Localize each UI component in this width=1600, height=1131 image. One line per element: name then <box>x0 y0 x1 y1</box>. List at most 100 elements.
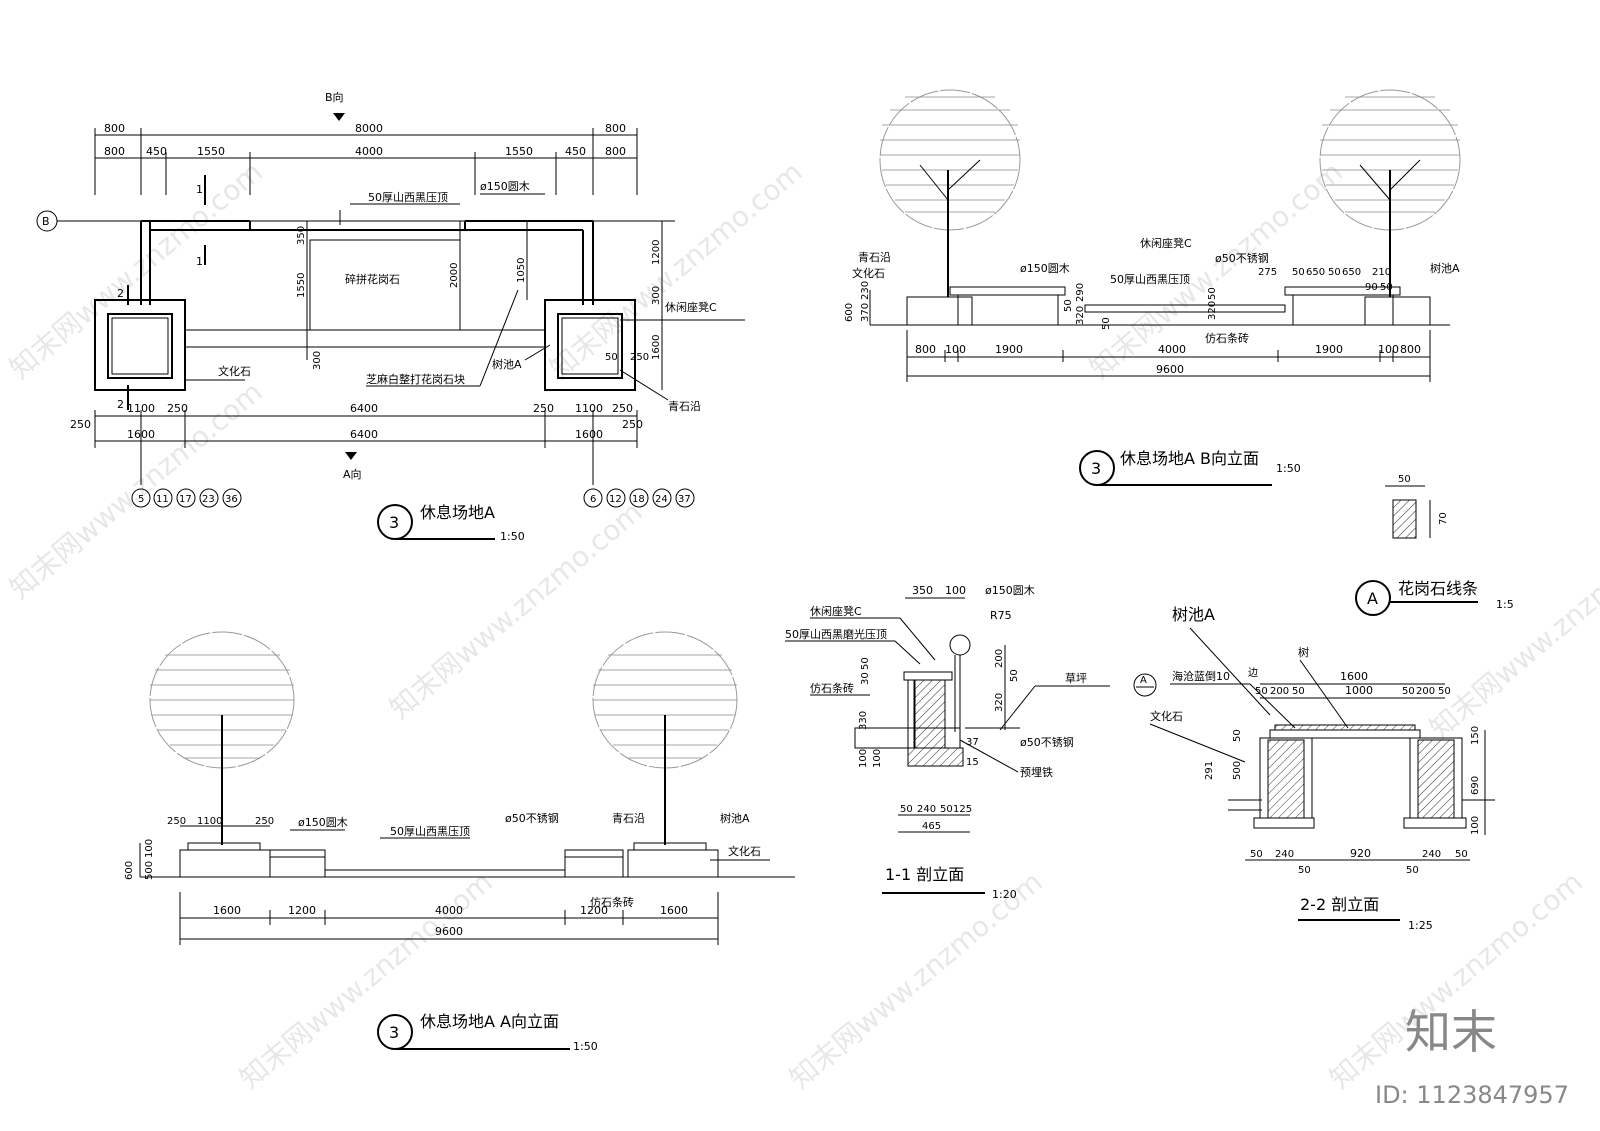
s22-label-culture: 文化石 <box>1150 709 1183 723</box>
ref-left-0: 5 <box>138 494 144 505</box>
s22-dim-b2-1: 50 <box>1406 865 1419 876</box>
dim-bot-1-5: 1100 <box>575 402 603 415</box>
s22-dim-b-0: 50 <box>1250 849 1263 860</box>
ab-dim-r-3: 50 <box>1328 267 1341 278</box>
dim-bot-2-2: 6400 <box>350 428 378 441</box>
ab-dim-r-4: 650 <box>1342 267 1361 278</box>
ab-dim-r-6: 90 <box>1365 282 1378 293</box>
ab-dim-b-2: 1900 <box>995 343 1023 356</box>
ab-dim-r-5: 210 <box>1372 267 1391 278</box>
image-id: ID: 1123847957 <box>1375 1081 1569 1109</box>
ref-right-2: 18 <box>632 494 645 505</box>
s11-dim-l-3: 100 <box>858 749 869 768</box>
dim-top-1-2: 800 <box>605 122 626 135</box>
aa-title-number: 3 <box>389 1023 399 1042</box>
ab-dim-mid-4: 50 <box>1207 287 1218 300</box>
ref-right-1: 12 <box>609 494 622 505</box>
tree-pit-right <box>544 299 636 391</box>
dim-top-2-2: 1550 <box>197 145 225 158</box>
s11-dim-top-0: 350 <box>912 584 933 597</box>
dim-top-2-4: 1550 <box>505 145 533 158</box>
s11-dim-r-3: 37 <box>966 737 979 748</box>
dim-inner-7: 1600 <box>651 335 662 360</box>
ab-dim-b2-0: 9600 <box>1156 363 1184 376</box>
s11-dim-r-4: 15 <box>966 757 979 768</box>
s22-label-tree: 树 <box>1298 645 1309 659</box>
section-1-label: 1 <box>196 183 203 196</box>
dim-inner-0: 350 <box>296 226 307 245</box>
s11-dim-l-1: 50 <box>860 657 871 670</box>
refs-right: 6 12 18 24 37 <box>583 488 695 508</box>
ab-label-timber: ø150圆木 <box>1020 262 1070 275</box>
ref-right-0: 6 <box>590 494 596 505</box>
aa-label-treepit: 树池A <box>720 811 750 825</box>
plan-label-bluestone: 青石沿 <box>668 400 701 413</box>
aa-dim-b-2: 4000 <box>435 904 463 917</box>
aa-label-bluestone: 青石沿 <box>612 812 645 825</box>
aa-label-coping: 50厚山西黑压顶 <box>390 825 470 838</box>
refs-left: 5 11 17 23 36 <box>131 488 242 508</box>
aa-dim-top-1: 1100 <box>197 816 222 827</box>
s22-label-edge: 边 <box>1248 667 1258 679</box>
s11-label-embed: 预埋铁 <box>1020 766 1053 779</box>
dim-top-2-5: 450 <box>565 145 586 158</box>
aa-dim-left-1: 100 <box>144 839 155 858</box>
plan-label-bench: 休闲座凳C <box>665 300 717 314</box>
tree-icon <box>1319 89 1461 297</box>
s22-header: 树池A <box>1172 605 1215 624</box>
dim-inner-9: 250 <box>630 352 649 363</box>
s11-scale: 1:20 <box>992 888 1017 901</box>
dim-top-1-1: 8000 <box>355 122 383 135</box>
dim-inner-4: 1050 <box>516 258 527 283</box>
ab-dim-b-1: 100 <box>945 343 966 356</box>
pit-wall-right <box>1417 739 1455 819</box>
tree-icon <box>592 631 738 845</box>
s22-dim-b2-0: 50 <box>1298 865 1311 876</box>
ab-label-coping: 50厚山西黑压顶 <box>1110 273 1190 286</box>
section-2b-label: 2 <box>117 398 124 411</box>
s22-dim-t2-2: 50 <box>1292 686 1305 697</box>
s11-label-steel: ø50不锈钢 <box>1020 736 1074 749</box>
s22-dim-t2-3: 1000 <box>1345 684 1373 697</box>
aa-dim-left-2: 500 <box>144 861 155 880</box>
plan-label-culture-stone: 文化石 <box>218 364 251 378</box>
dim-top-2-6: 800 <box>605 145 626 158</box>
dim-top-2-1: 450 <box>146 145 167 158</box>
dim-bot-1-1: 1100 <box>127 402 155 415</box>
dim-bot-2-4: 250 <box>622 418 643 431</box>
s11-dim-b-2: 50 <box>940 804 953 815</box>
ab-dim-mid-0: 290 <box>1075 283 1086 302</box>
ab-dim-mid-3: 320 <box>1207 301 1218 320</box>
ab-dim-b-5: 100 <box>1378 343 1399 356</box>
aa-dim-top-2: 250 <box>255 816 274 827</box>
brand-logo: 知末 <box>1405 1005 1497 1059</box>
aa-title: 休息场地A A向立面 <box>420 1012 559 1031</box>
pit-wall-left <box>1267 739 1305 819</box>
s11-label-lawn: 草坪 <box>1065 672 1087 685</box>
detail-a-marker <box>1355 580 1391 616</box>
s11-dim-l-2: 330 <box>858 711 869 730</box>
aa-dim-b-4: 1600 <box>660 904 688 917</box>
section-2-label: 2 <box>117 287 124 300</box>
s22-dim-b-2: 920 <box>1350 847 1371 860</box>
tree-icon <box>149 631 295 845</box>
s11-dim-top-1: 100 <box>945 584 966 597</box>
ref-left-1: 11 <box>156 494 169 505</box>
elevation-aa: 250 1100 250 ø150圆木 50厚山西黑压顶 ø50不锈钢 青石沿 … <box>124 631 795 1053</box>
s22-dim-b-4: 50 <box>1455 849 1468 860</box>
s22-dim-t2-0: 50 <box>1255 686 1268 697</box>
ab-dim-mid-2: 320 <box>1075 306 1086 325</box>
s22-title: 2-2 剖立面 <box>1300 895 1379 914</box>
s11-dim-r-0: 200 <box>994 649 1005 668</box>
s22-dim-l-0: 50 <box>1232 729 1243 742</box>
s22-dim-b-3: 240 <box>1422 849 1441 860</box>
s22-dim-l-1: 500 <box>1232 761 1243 780</box>
s22-dim-l-2: 291 <box>1204 761 1215 780</box>
s11-dim-b-3: 125 <box>953 804 972 815</box>
section-2-2: 树池A 树 A 海沧蓝倒10 边 文化石 1600 50 200 50 1000… <box>1133 605 1495 932</box>
ab-dim-r-7: 50 <box>1380 282 1393 293</box>
s22-dim-t1-0: 1600 <box>1340 670 1368 683</box>
ab-dim-r-0: 275 <box>1258 267 1277 278</box>
dim-bot-1-2: 250 <box>167 402 188 415</box>
